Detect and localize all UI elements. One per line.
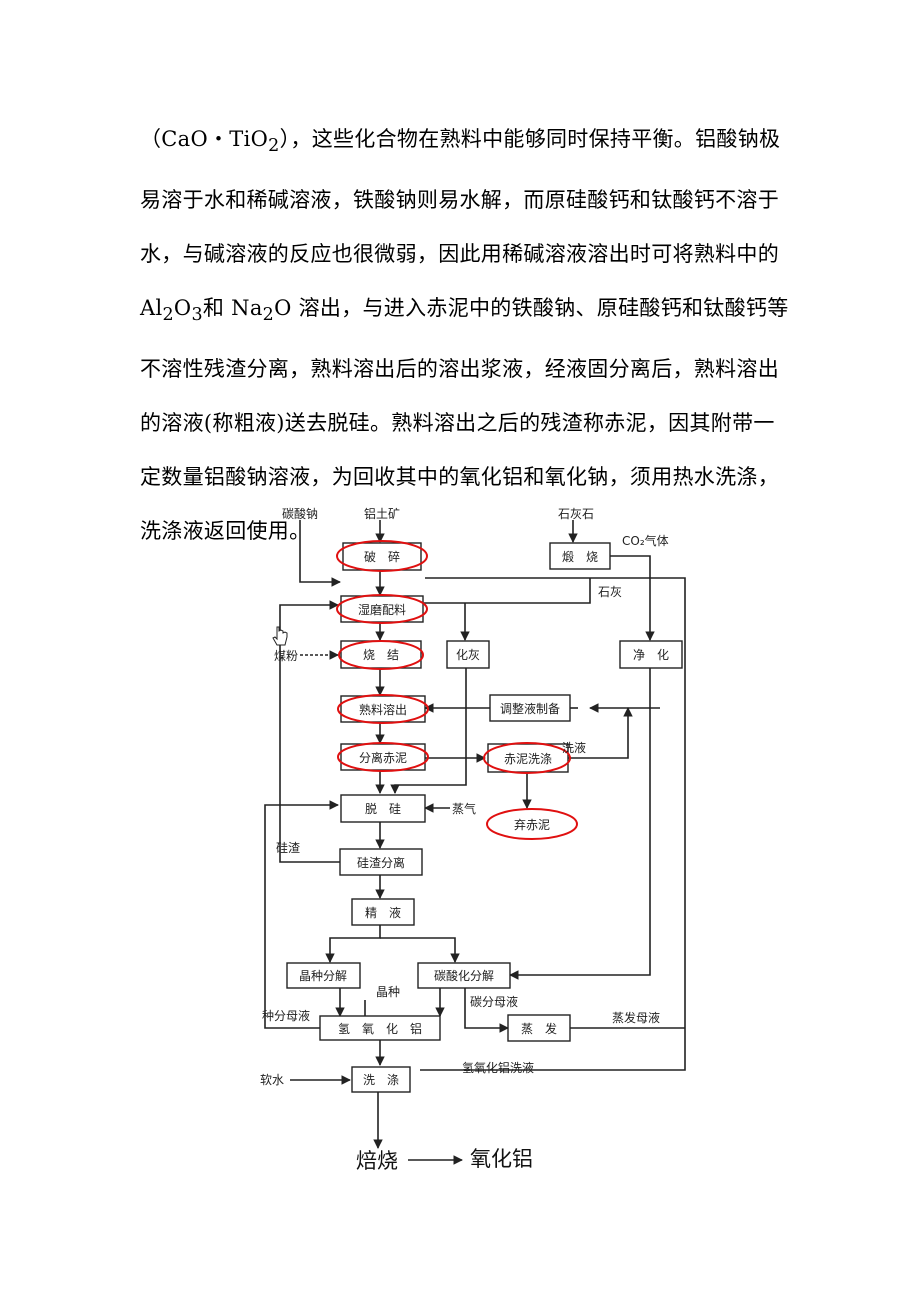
svg-text:赤泥洗涤: 赤泥洗涤 <box>504 752 552 766</box>
red-highlights <box>336 540 578 840</box>
line-4: Al2O3和 Na2O 溶出，与进入赤泥中的铁酸钠、原硅酸钙和钛酸钙等 <box>140 296 789 326</box>
lime-label: 石灰 <box>598 585 622 599</box>
svg-text:熟料溶出: 熟料溶出 <box>359 702 407 717</box>
svg-text:化灰: 化灰 <box>456 648 480 662</box>
svg-text:烧 结: 烧 结 <box>363 648 399 662</box>
svg-text:调整液制备: 调整液制备 <box>500 701 560 716</box>
box-refined: 精 液 <box>351 898 415 926</box>
svg-text:煅 烧: 煅 烧 <box>562 549 598 564</box>
box-mud-wash: 赤泥洗涤 <box>487 743 569 773</box>
flow-lines <box>264 520 686 1165</box>
discard-mud-label: 弃赤泥 <box>514 817 550 832</box>
svg-text:蒸 发: 蒸 发 <box>521 1021 557 1036</box>
box-desilicate: 脱 硅 <box>340 794 426 823</box>
svg-text:洗 涤: 洗 涤 <box>363 1073 399 1087</box>
box-hydroxide: 氢 氧 化 铝 <box>319 1015 441 1041</box>
hand-cursor-icon <box>272 626 288 646</box>
alumina-label: 氧化铝 <box>470 1147 533 1171</box>
carb-mother-label: 碳分母液 <box>470 994 518 1009</box>
hydroxide-wash-label: 氢氧化铝洗液 <box>462 1060 534 1075</box>
limestone-label: 石灰石 <box>558 507 594 521</box>
box-wash: 洗 涤 <box>351 1066 411 1093</box>
box-carb-decomp: 碳酸化分解 <box>417 962 511 989</box>
box-crush: 破 碎 <box>342 542 422 571</box>
line-5: 不溶性残渣分离，熟料溶出后的溶出浆液，经液固分离后，熟料溶出 <box>140 357 779 382</box>
line-1: （CaO・TiO2），这些化合物在熟料中能够同时保持平衡。铝酸钠极 <box>140 127 781 157</box>
evap-mother-label: 蒸发母液 <box>612 1010 660 1025</box>
box-adjust: 调整液制备 <box>489 694 571 722</box>
coal-label: 煤粉 <box>274 649 298 663</box>
box-silica-sep: 硅渣分离 <box>339 848 423 876</box>
box-slaking: 化灰 <box>446 640 490 669</box>
svg-text:精 液: 精 液 <box>365 905 401 920</box>
svg-text:分离赤泥: 分离赤泥 <box>359 750 407 765</box>
svg-text:氢 氧 化 铝: 氢 氧 化 铝 <box>338 1021 422 1036</box>
svg-text:脱 硅: 脱 硅 <box>365 801 401 816</box>
line-8: 洗涤液返回使用。 <box>140 519 311 544</box>
seed-mother-label: 种分母液 <box>262 1008 310 1023</box>
box-leach: 熟料溶出 <box>340 695 426 723</box>
soda-label: 碳酸钠 <box>282 506 318 521</box>
box-calcine: 煅 烧 <box>549 542 611 570</box>
line-3: 水，与碱溶液的反应也很微弱，因此用稀碱溶液溶出时可将熟料中的 <box>140 242 779 267</box>
svg-text:晶种分解: 晶种分解 <box>299 969 347 983</box>
svg-text:破 碎: 破 碎 <box>364 549 400 564</box>
wash-liquor-label: 洗液 <box>562 740 586 755</box>
silica-slag-label: 硅渣 <box>276 841 300 855</box>
line-2: 易溶于水和稀碱溶液，铁酸钠则易水解，而原硅酸钙和钛酸钙不溶于 <box>140 188 779 213</box>
body-paragraph: （CaO・TiO2），这些化合物在熟料中能够同时保持平衡。铝酸钠极 易溶于水和稀… <box>140 112 790 558</box>
box-purify: 净 化 <box>619 640 683 669</box>
seed-label: 晶种 <box>376 985 400 999</box>
box-evaporate: 蒸 发 <box>507 1014 571 1042</box>
box-mill: 湿磨配料 <box>340 595 424 623</box>
steam-label: 蒸气 <box>452 801 476 816</box>
roast-label: 焙烧 <box>356 1149 398 1173</box>
svg-text:湿磨配料: 湿磨配料 <box>358 602 406 617</box>
line-7: 定数量铝酸钠溶液，为回收其中的氧化铝和氧化钠，须用热水洗涤， <box>140 465 779 490</box>
soft-water-label: 软水 <box>260 1073 284 1087</box>
co2-label: CO₂气体 <box>622 533 669 548</box>
svg-text:净 化: 净 化 <box>633 648 669 662</box>
svg-text:硅渣分离: 硅渣分离 <box>357 855 405 870</box>
line-6: 的溶液(称粗液)送去脱硅。熟料溶出之后的残渣称赤泥，因其附带一 <box>140 411 775 436</box>
svg-text:碳酸化分解: 碳酸化分解 <box>434 968 494 983</box>
bauxite-label: 铝土矿 <box>364 506 400 521</box>
box-seed-decomp: 晶种分解 <box>286 962 361 989</box>
box-separate: 分离赤泥 <box>340 743 426 771</box>
